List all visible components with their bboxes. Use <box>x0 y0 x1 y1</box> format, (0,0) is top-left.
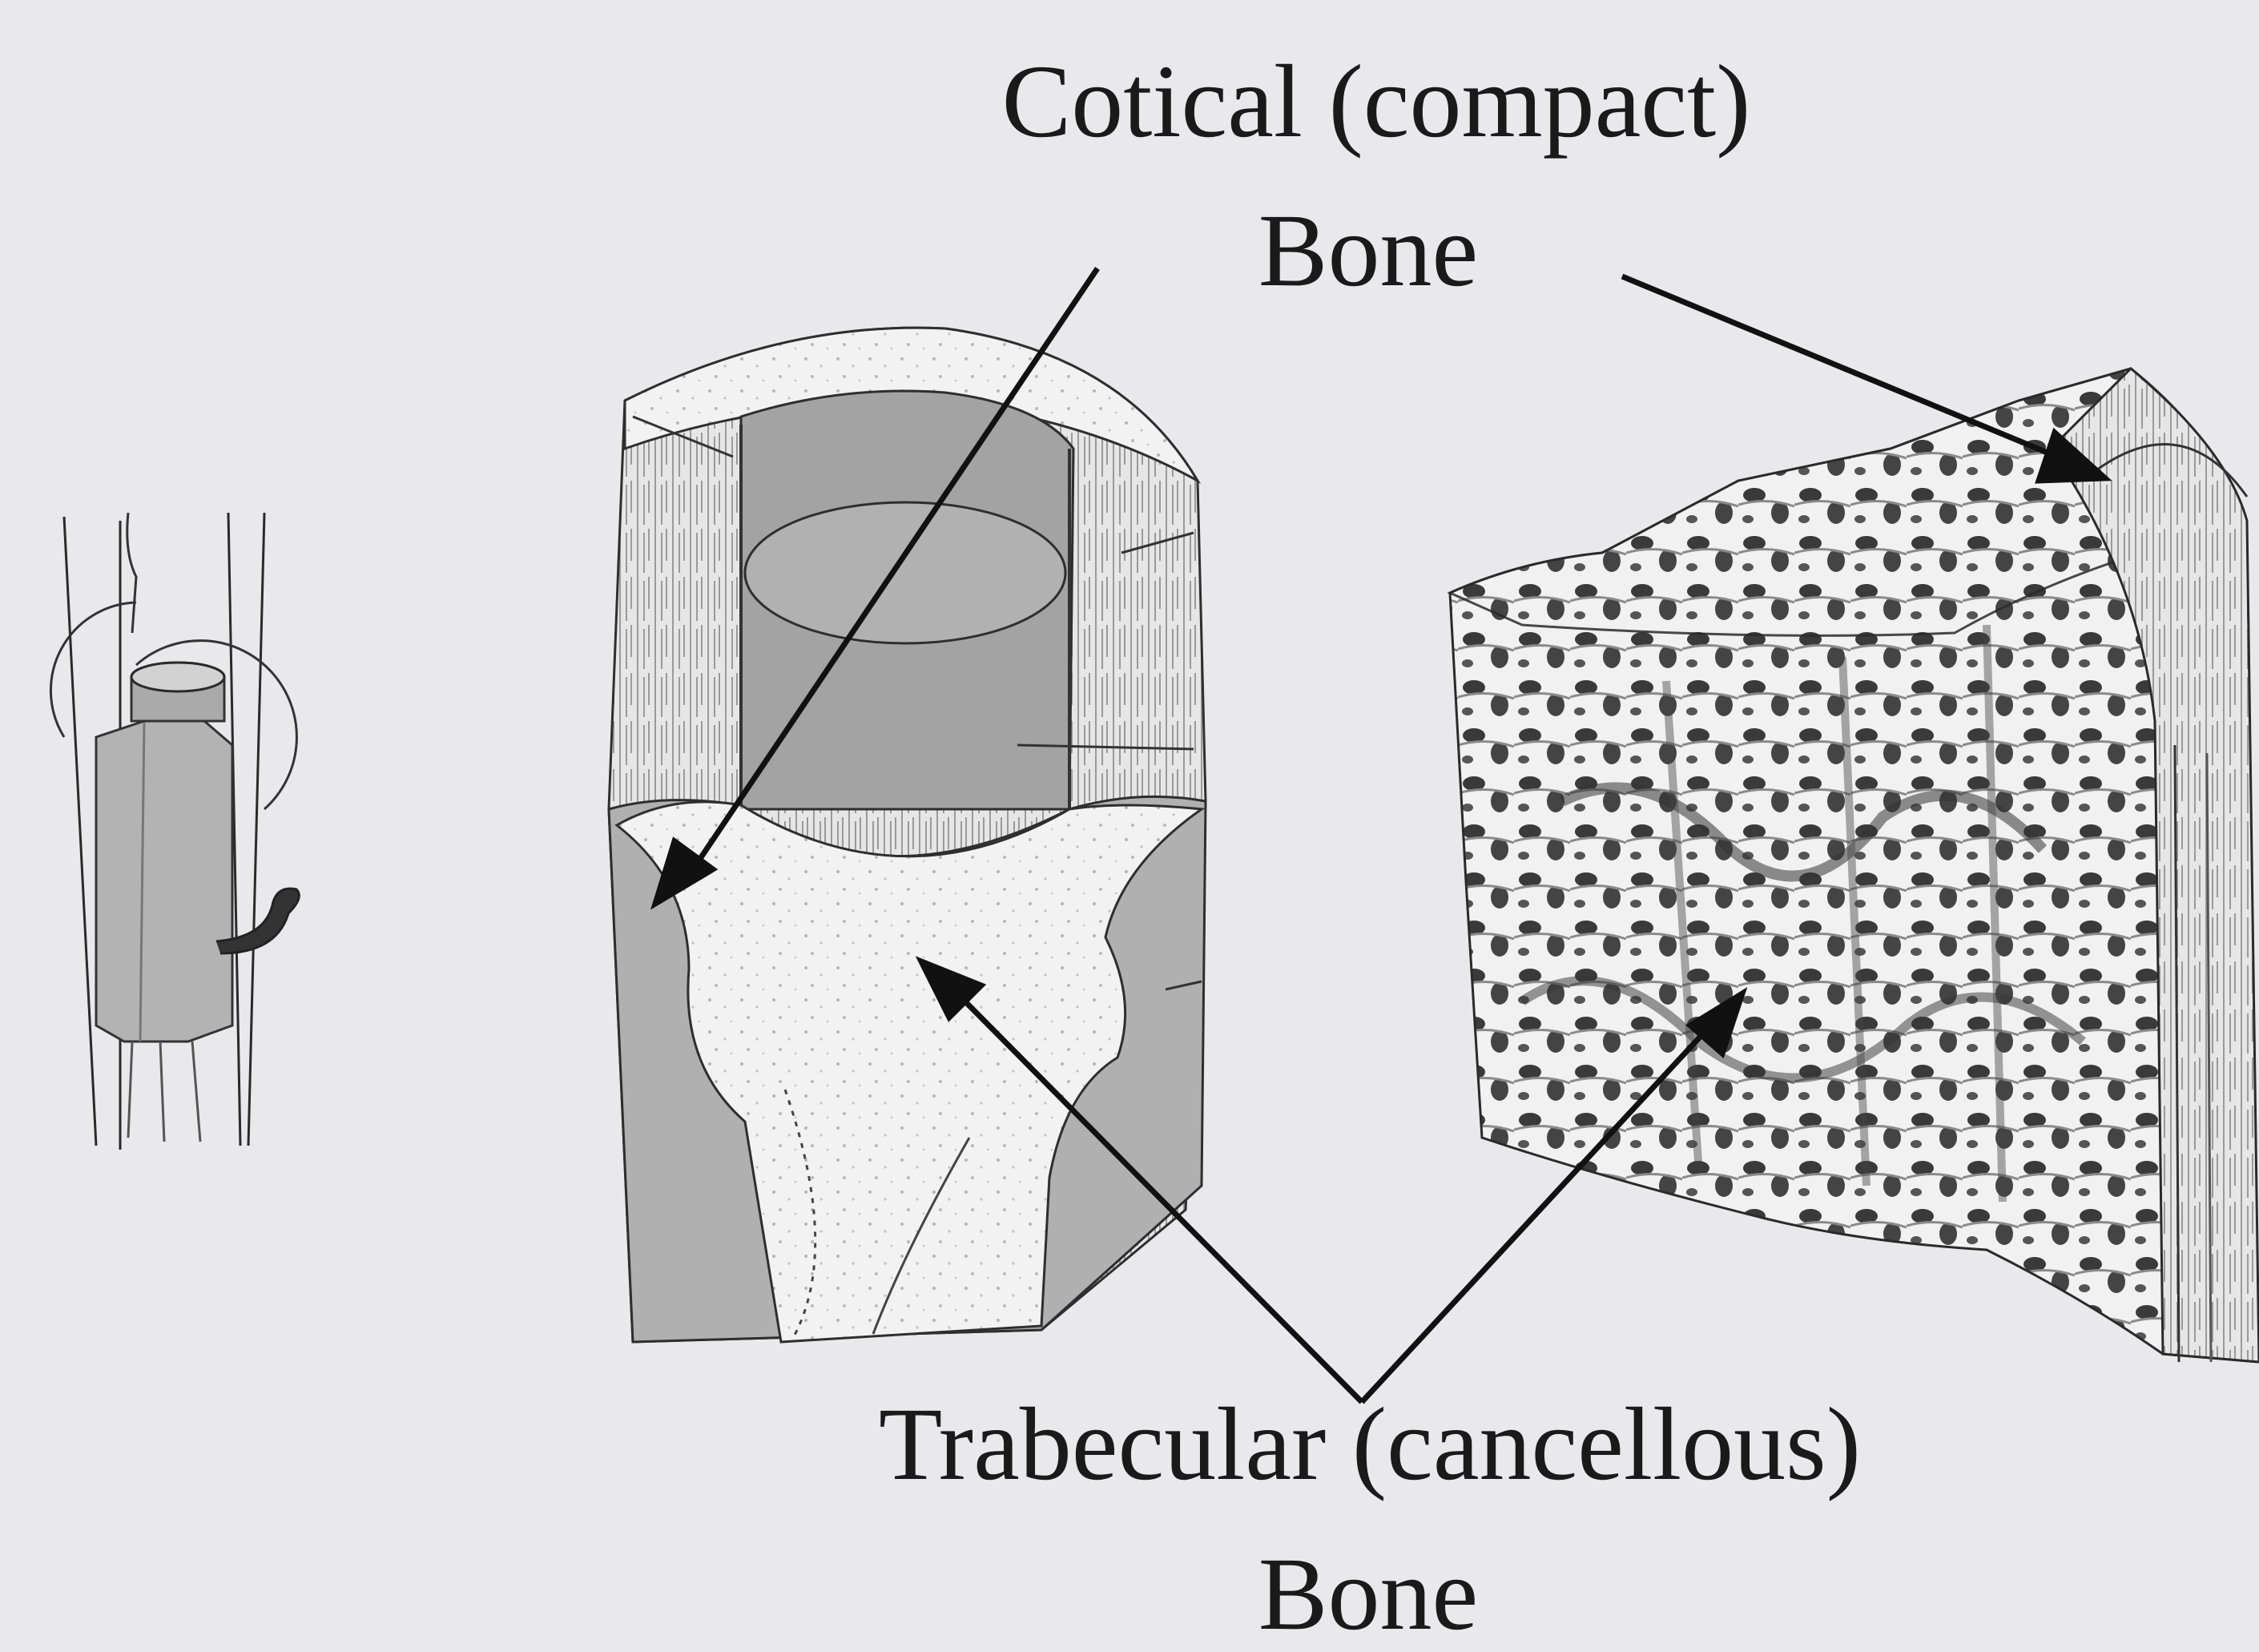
trabecular-bone-label-line1: Trabecular (cancellous) <box>879 1392 1861 1497</box>
cortical-bone-label-line1: Cotical (compact) <box>1002 50 1751 154</box>
long-bone-cross-section <box>609 328 1206 1342</box>
trabecular-block <box>1450 369 2259 1362</box>
cortical-bone-label-line2: Bone <box>1258 199 1478 303</box>
arrow-cortical-right <box>1622 276 2067 461</box>
small-bone-illustration <box>50 513 299 1150</box>
trabecular-bone-label-line2: Bone <box>1258 1542 1478 1646</box>
